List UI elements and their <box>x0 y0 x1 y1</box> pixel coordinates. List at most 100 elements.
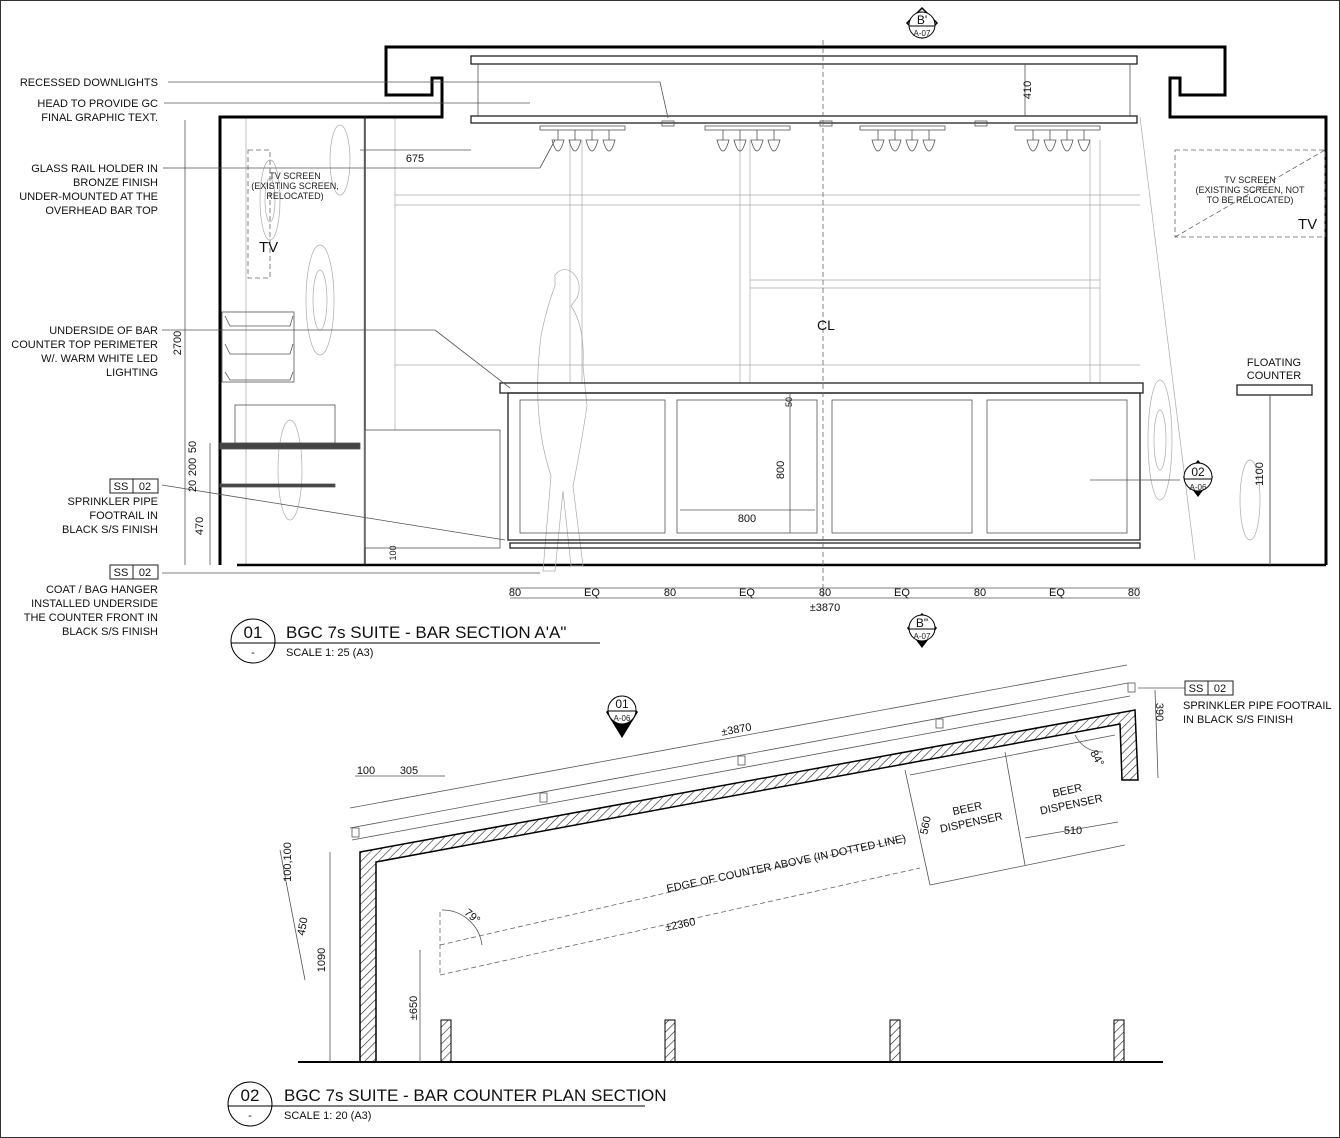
tag-num: 02 <box>1214 683 1226 695</box>
downlight <box>974 120 988 127</box>
title-scale: SCALE 1: 25 (A3) <box>286 647 373 659</box>
marker-ref: A-06 <box>614 714 631 723</box>
note-head: FINAL GRAPHIC TEXT. <box>41 112 158 124</box>
note-downlights: RECESSED DOWNLIGHTS <box>20 77 158 89</box>
wall-shelves <box>219 149 501 549</box>
dim-100: 100 <box>388 545 398 560</box>
note-tv-left: RELOCATED) <box>266 191 323 201</box>
dim-50: 50 <box>784 397 794 407</box>
dim-eq: EQ <box>894 587 910 599</box>
downlight <box>819 120 833 127</box>
dim-560: 560 <box>918 815 934 835</box>
wine-glass-icon <box>585 130 599 152</box>
dim-d80: 80 <box>664 587 676 599</box>
note-sprinkler: BLACK S/S FINISH <box>62 524 158 536</box>
title-block-section-b: 02 - BGC 7s SUITE - BAR COUNTER PLAN SEC… <box>227 1081 667 1127</box>
dim-450: 450 <box>296 916 311 936</box>
dim-1100: 1100 <box>1254 462 1266 486</box>
counter-edge-dotted <box>439 837 921 976</box>
marker-ref: A-07 <box>914 632 931 641</box>
ss-tag-coat: SS 02 <box>109 564 159 580</box>
note-tv-right: TV SCREEN <box>1224 175 1276 185</box>
title-sub: - <box>251 647 255 659</box>
note-tv-right: TO BE RELOCATED) <box>1207 195 1294 205</box>
bar-section-elevation: RECESSED DOWNLIGHTS HEAD TO PROVIDE GC F… <box>11 6 1328 664</box>
wine-glass-icon <box>1077 130 1091 152</box>
wine-glass-icon <box>1060 130 1074 152</box>
glass-rail <box>859 125 946 131</box>
wine-glass-icon <box>1026 130 1040 152</box>
dim-305: 305 <box>400 765 418 777</box>
dim-eq: EQ <box>584 587 600 599</box>
wine-glass-icon <box>733 130 747 152</box>
dim-total: ±3870 <box>720 721 752 738</box>
marker-label: B' <box>917 13 927 27</box>
marker-label: B" <box>916 616 928 630</box>
note-coat-hanger: BLACK S/S FINISH <box>62 626 158 638</box>
note-sprinkler: SPRINKLER PIPE FOOTRAIL <box>1183 700 1332 712</box>
dim-d80: 80 <box>819 587 831 599</box>
dim-410: 410 <box>1022 81 1034 99</box>
tv-label-left: TV <box>259 239 278 256</box>
dim-50: 50 <box>187 441 199 453</box>
tv-screen-right <box>1174 149 1326 238</box>
note-glass-rail: UNDER-MOUNTED AT THE <box>19 191 158 203</box>
tv-label-right: TV <box>1298 216 1317 233</box>
dim-650: ±650 <box>408 996 420 1020</box>
plan-dimension-lines <box>279 664 1185 1062</box>
upper-bulkhead-rail <box>470 55 1138 65</box>
note-sprinkler: SPRINKLER PIPE <box>68 496 158 508</box>
section-marker-b-prime: B' A-07 <box>905 6 939 40</box>
title-scale: SCALE 1: 20 (A3) <box>284 1110 371 1122</box>
counter-panels <box>519 399 1128 534</box>
title-sub: - <box>248 1110 252 1122</box>
wine-glass-icon <box>750 130 764 152</box>
dim-d80: 80 <box>509 587 521 599</box>
title-number: 02 <box>241 1086 260 1105</box>
beer-dispenser-zone <box>904 734 1126 886</box>
detail-marker-02: 02 A-06 <box>1183 460 1213 497</box>
dim-total: ±3870 <box>810 602 841 614</box>
dim-d80: 80 <box>1128 587 1140 599</box>
wine-glass-icon <box>716 130 730 152</box>
columns <box>440 1019 1125 1063</box>
wine-glass-icon <box>905 130 919 152</box>
note-sprinkler: IN BLACK S/S FINISH <box>1183 714 1293 726</box>
note-tv-left: TV SCREEN <box>269 171 321 181</box>
note-glass-rail: GLASS RAIL HOLDER IN <box>31 163 158 175</box>
tag-num: 02 <box>139 567 151 579</box>
note-underside: COUNTER TOP PERIMETER <box>11 339 158 351</box>
dimension-labels: 410 675 2700 50 200 20 470 100 50 800 80… <box>172 81 1266 614</box>
counter-top-outline <box>349 682 1131 841</box>
wine-glass-icon <box>871 130 885 152</box>
note-coat-hanger: COAT / BAG HANGER <box>46 584 158 596</box>
dimension-lines <box>184 64 1271 599</box>
note-glass-rail: OVERHEAD BAR TOP <box>45 205 158 217</box>
dim-eq: EQ <box>739 587 755 599</box>
counter-wall-hatched <box>359 709 1139 1063</box>
note-underside: W/. WARM WHITE LED <box>41 353 158 365</box>
dim-d80: 80 <box>974 587 986 599</box>
dim-1090: 1090 <box>316 948 328 972</box>
glass-rail-holders <box>539 125 1101 152</box>
note-tv-right: (EXISTING SCREEN, NOT <box>1195 185 1305 195</box>
glass-rail <box>1014 125 1101 131</box>
wine-glass-icon <box>888 130 902 152</box>
note-underside: UNDERSIDE OF BAR <box>49 325 158 337</box>
title-text: BGC 7s SUITE - BAR COUNTER PLAN SECTION <box>284 1086 667 1105</box>
tag-ss: SS <box>1189 683 1204 695</box>
bar-counter-front <box>507 392 1141 541</box>
note-floating-counter: COUNTER <box>1247 370 1301 382</box>
dim-2700: 2700 <box>172 331 184 355</box>
wine-glass-icon <box>568 130 582 152</box>
leader-lines <box>161 81 1180 574</box>
floating-counter <box>1236 384 1313 396</box>
marker-label: 02 <box>1191 465 1205 479</box>
window-frame <box>394 116 1196 561</box>
note-sprinkler: FOOTRAIL IN <box>89 510 158 522</box>
note-floating-counter: FLOATING <box>1247 357 1301 369</box>
ss-tag-sprinkler: SS 02 <box>109 478 159 494</box>
glass-rail <box>704 125 791 131</box>
